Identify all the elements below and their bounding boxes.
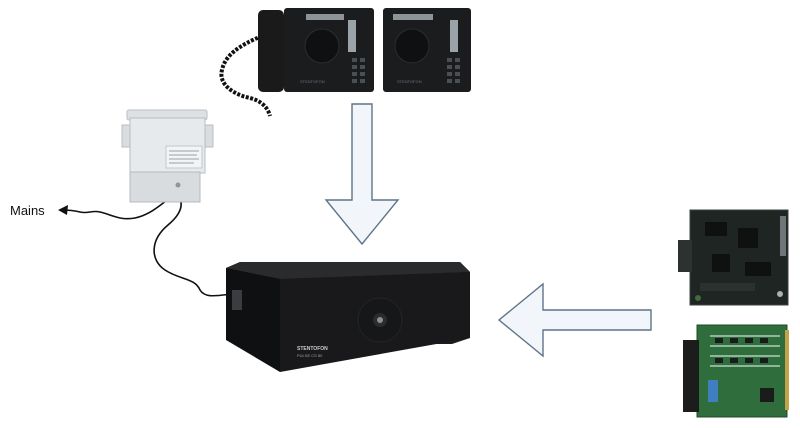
phone1-brand: STENTOFON (300, 79, 325, 84)
mains-arrowhead (58, 205, 68, 215)
desk-phone-1: STENTOFON (219, 8, 374, 117)
arrow-left (497, 282, 652, 358)
control-board (678, 209, 789, 306)
central-unit: STENTOFON PULSE CS 80 (226, 262, 470, 372)
unit-brand: STENTOFON (297, 346, 328, 352)
desk-phone-2: STENTOFON (383, 8, 471, 92)
power-cable (153, 194, 233, 297)
phone2-brand: STENTOFON (397, 79, 422, 84)
mains-cable (61, 197, 171, 220)
unit-model: PULSE CS 80 (297, 353, 323, 358)
line-board (683, 324, 789, 418)
mains-label: Mains (10, 203, 45, 218)
power-supply-unit (121, 109, 214, 203)
arrow-down (324, 103, 400, 246)
